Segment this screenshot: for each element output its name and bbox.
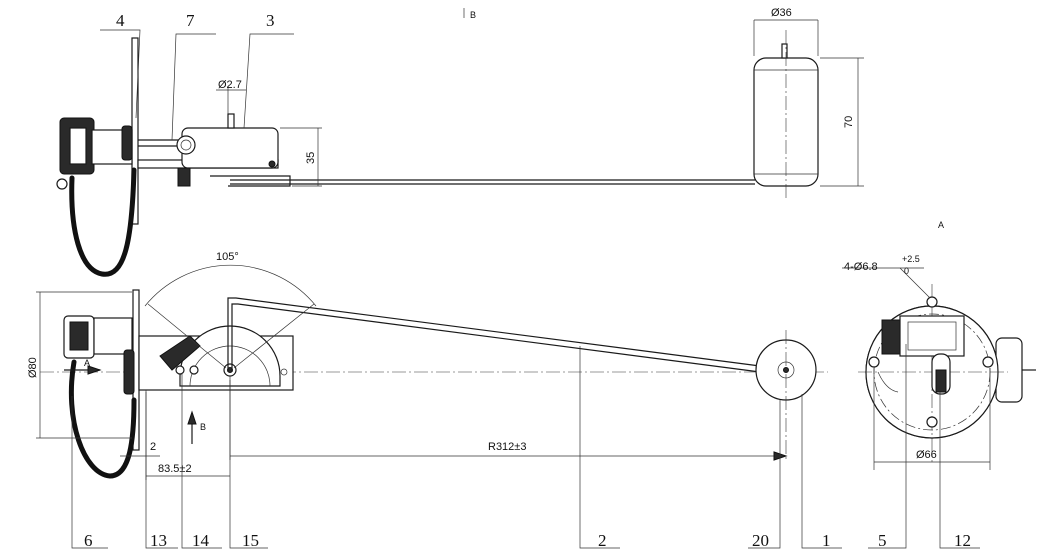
top-connector-inner bbox=[69, 127, 87, 165]
dim-offset: 83.5±2 bbox=[158, 463, 192, 475]
side-hole-right bbox=[982, 356, 994, 368]
leader-2 bbox=[579, 346, 620, 549]
view-a-arrow-head bbox=[87, 365, 102, 375]
top-arm-base bbox=[210, 175, 291, 187]
dim-radius: R312±3 bbox=[488, 441, 526, 453]
top-pivot bbox=[176, 135, 196, 155]
hole-leader-arrow bbox=[899, 267, 931, 299]
leader-20 bbox=[748, 400, 781, 549]
side-arm bbox=[935, 369, 947, 393]
front-rivet-2 bbox=[189, 365, 199, 375]
leader-15 bbox=[229, 380, 268, 549]
front-rivet-3 bbox=[280, 368, 288, 376]
top-grommet bbox=[121, 125, 133, 161]
top-connector-clip bbox=[56, 178, 68, 190]
dim-d35: 35 bbox=[305, 152, 317, 164]
part-13: 13 bbox=[150, 531, 167, 550]
front-float-arm-2 bbox=[231, 303, 761, 373]
side-wire bbox=[877, 371, 899, 393]
leader-5 bbox=[868, 344, 907, 549]
front-rivet-1 bbox=[175, 365, 185, 375]
leader-14 bbox=[181, 374, 222, 549]
dim-d66: Ø66 bbox=[916, 449, 937, 461]
dim-hole-tol-lower: 0 bbox=[904, 266, 909, 276]
top-rod-tip bbox=[227, 113, 235, 129]
view-b-arrow-head bbox=[187, 410, 197, 425]
dim-d27: Ø2.7 bbox=[218, 79, 242, 91]
front-view: 105° Ø80 A B R312±3 83.5±2 2 6 13 14 bbox=[27, 251, 842, 550]
leader-6 bbox=[71, 396, 108, 549]
front-wiper bbox=[159, 335, 201, 371]
part-20: 20 bbox=[752, 531, 769, 550]
front-float-arm bbox=[227, 297, 761, 372]
top-rivet bbox=[268, 160, 276, 168]
leader-4 bbox=[100, 29, 141, 119]
top-view: Ø36 70 Ø2.7 35 B 4 7 3 bbox=[56, 7, 864, 277]
part-6: 6 bbox=[84, 531, 93, 550]
side-float-body bbox=[995, 337, 1023, 403]
side-hole-left bbox=[868, 356, 880, 368]
leader-1 bbox=[801, 394, 842, 549]
part-7: 7 bbox=[186, 11, 195, 30]
dim-d36: Ø36 bbox=[771, 7, 792, 19]
side-view: A 4-Ø6.8 +2.5 0 Ø66 5 12 bbox=[842, 220, 1036, 550]
dim-d70: 70 bbox=[843, 116, 855, 128]
leader-13 bbox=[145, 390, 178, 549]
leader-7 bbox=[171, 33, 216, 141]
top-pivot-inner bbox=[180, 139, 192, 151]
front-connector-neck bbox=[93, 317, 133, 355]
dim-hole-tol-upper: +2.5 bbox=[902, 254, 920, 264]
part-1: 1 bbox=[822, 531, 831, 550]
part-5: 5 bbox=[878, 531, 887, 550]
top-float-stem bbox=[781, 43, 788, 59]
leader-12 bbox=[939, 392, 980, 549]
view-b-top-label: B bbox=[470, 10, 476, 20]
top-wire bbox=[138, 139, 180, 147]
part-15: 15 bbox=[242, 531, 259, 550]
part-4: 4 bbox=[116, 11, 125, 30]
part-14: 14 bbox=[192, 531, 210, 550]
top-housing bbox=[181, 127, 279, 169]
front-connector-core bbox=[69, 321, 89, 351]
top-cable bbox=[69, 167, 137, 277]
dim-angle: 105° bbox=[216, 251, 239, 263]
side-hole-bottom bbox=[926, 416, 938, 428]
dim-d80: Ø80 bbox=[27, 357, 39, 378]
part-12: 12 bbox=[954, 531, 971, 550]
side-hole-top bbox=[926, 296, 938, 308]
part-3: 3 bbox=[266, 11, 275, 30]
part-2: 2 bbox=[598, 531, 607, 550]
dim-d2: 2 bbox=[150, 441, 156, 453]
angle-arc bbox=[144, 264, 317, 307]
side-connector-dark bbox=[881, 319, 903, 355]
angle-ray-left bbox=[147, 303, 227, 369]
top-clip bbox=[177, 167, 191, 187]
side-connector-inner bbox=[907, 321, 957, 351]
view-b-arrow-label: B bbox=[200, 422, 206, 432]
leader-3 bbox=[243, 33, 294, 129]
side-connector bbox=[899, 315, 965, 357]
front-grommet bbox=[123, 349, 135, 395]
view-a-label: A bbox=[938, 220, 944, 230]
dim-hole-spec: 4-Ø6.8 bbox=[844, 261, 878, 273]
angle-ray-right bbox=[233, 303, 315, 369]
view-a-arrow-label: A bbox=[84, 358, 90, 368]
